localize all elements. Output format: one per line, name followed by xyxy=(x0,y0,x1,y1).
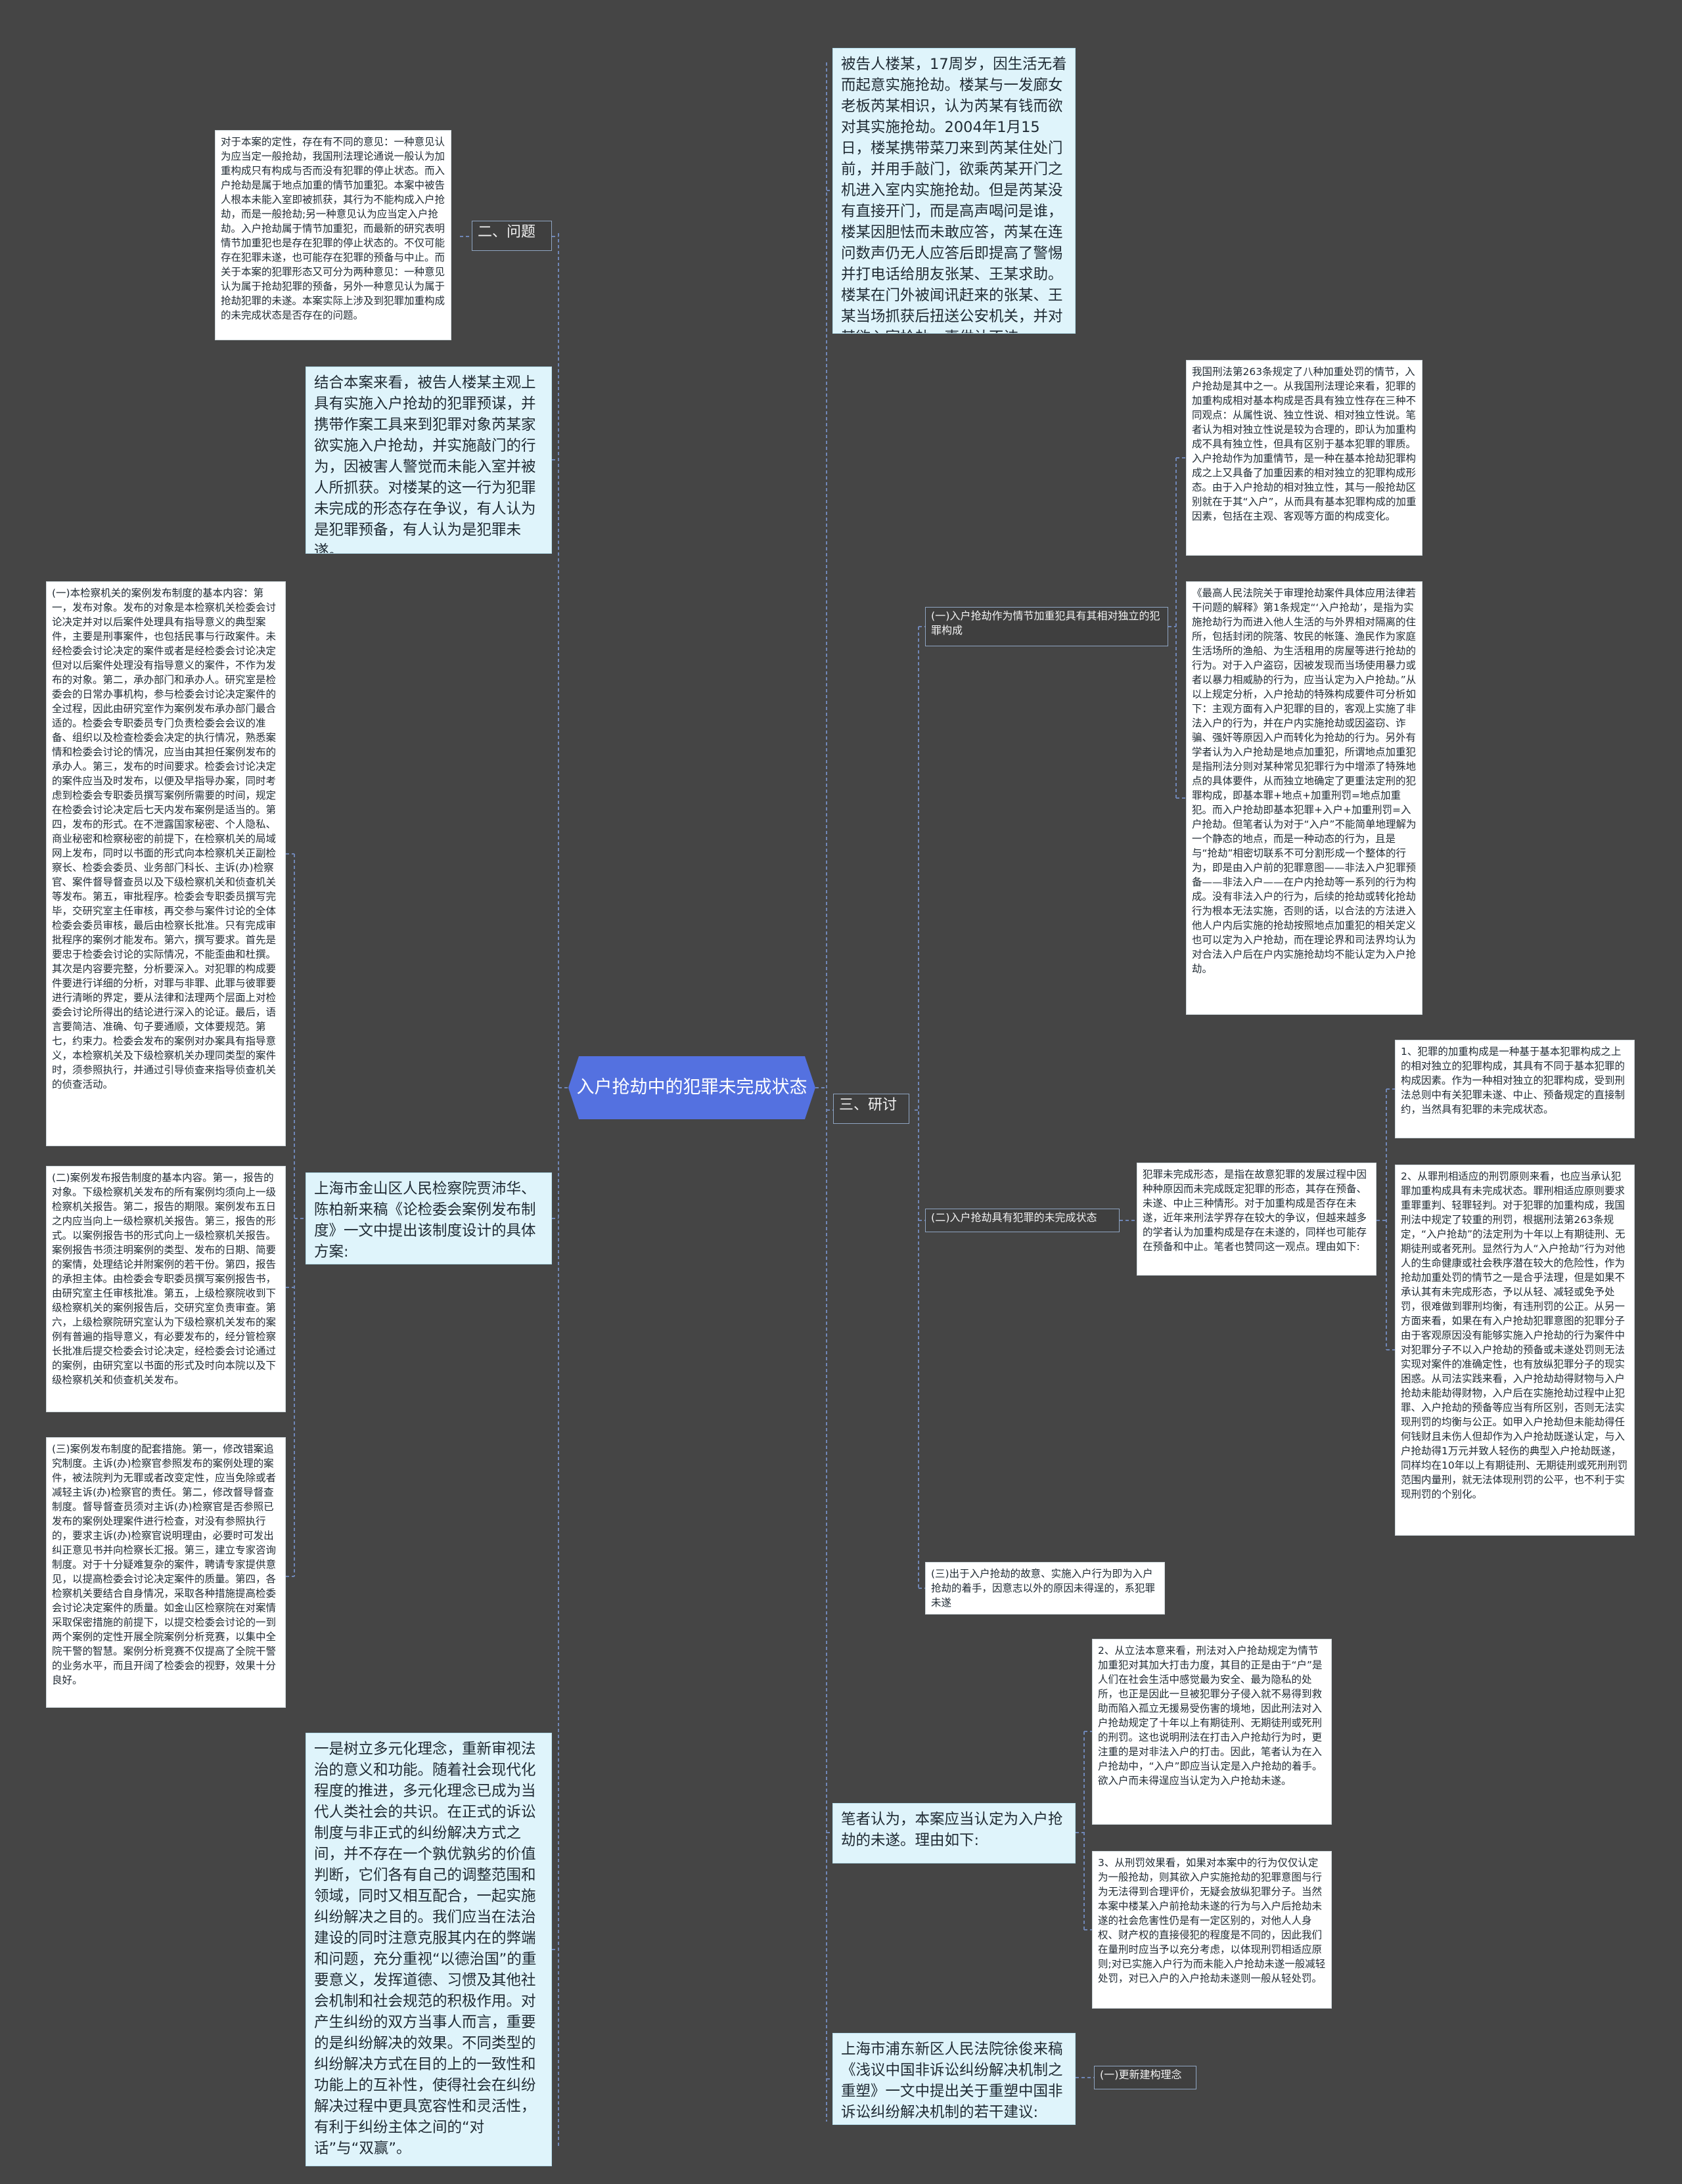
research-item-2-point-2[interactable]: 2、从罪刑相适应的刑罚原则来看，也应当承认犯罪加重构成具有未完成状态。罪刑相适应… xyxy=(1395,1165,1635,1536)
jinshan-note-1[interactable]: (一)本检察机关的案例发布制度的基本内容：第一，发布对象。发布的对象是本检察机关… xyxy=(46,581,286,1146)
research-item-2-label[interactable]: (二)入户抢劫具有犯罪的未完成状态 xyxy=(925,1209,1120,1232)
opinion-point-3[interactable]: 3、从刑罚效果看，如果对本案中的行为仅仅认定为一般抢劫，则其欲入户实施抢劫的犯罪… xyxy=(1092,1851,1332,2009)
research-item-2-point-1[interactable]: 1、犯罪的加重构成是一种基于基本犯罪构成之上的相对独立的犯罪构成，其具有不同于基… xyxy=(1395,1040,1635,1138)
case-facts-box[interactable]: 被告人楼某，17周岁，因生活无着而起意实施抢劫。楼某与一发廊女老板芮某相识，认为… xyxy=(832,48,1076,334)
research-label[interactable]: 三、研讨 xyxy=(833,1094,909,1124)
pluralism-box[interactable]: 一是树立多元化理念，重新审视法治的意义和功能。随着社会现代化程度的推进，多元化理… xyxy=(306,1733,552,2166)
jinshan-note-2[interactable]: (二)案例发布报告制度的基本内容。第一，报告的对象。下级检察机关发布的所有案例均… xyxy=(46,1166,286,1412)
research-item-3-label[interactable]: (三)出于入户抢劫的故意、实施入户行为即为入户抢劫的着手，因意志以外的原因未得逞… xyxy=(925,1562,1165,1615)
research-item-1-note-b[interactable]: 《最高人民法院关于审理抢劫案件具体应用法律若干问题的解释》第1条规定“‘入户抢劫… xyxy=(1186,581,1422,1015)
root-topic-text: 入户抢劫中的犯罪未完成状态 xyxy=(576,1077,807,1098)
pudong-summary-box[interactable]: 上海市浦东新区人民法院徐俊来稿《浅议中国非诉讼纠纷解决机制之重塑》一文中提出关于… xyxy=(832,2033,1076,2125)
research-item-1-label[interactable]: (一)入户抢劫作为情节加重犯具有其相对独立的犯罪构成 xyxy=(925,607,1168,646)
research-item-2-note[interactable]: 犯罪未完成形态，是指在故意犯罪的发展过程中因种种原因而未完成既定犯罪的形态，其存… xyxy=(1137,1163,1376,1276)
root-topic[interactable]: 入户抢劫中的犯罪未完成状态 xyxy=(568,1056,815,1119)
opinion-point-2[interactable]: 2、从立法本意来看，刑法对入户抢劫规定为情节加重犯对其加大打击力度，其目的正是由… xyxy=(1092,1639,1332,1825)
jinshan-note-3[interactable]: (三)案例发布制度的配套措施。第一，修改错案追究制度。主诉(办)检察官参照发布的… xyxy=(46,1437,286,1708)
problem-note[interactable]: 对于本案的定性，存在有不同的意见：一种意见认为应当定一般抢劫，我国刑法理论通说一… xyxy=(215,130,451,340)
research-item-1-note-a[interactable]: 我国刑法第263条规定了八种加重处罚的情节，入户抢劫是其中之一。从我国刑法理论来… xyxy=(1186,360,1422,556)
jinshan-summary-box[interactable]: 上海市金山区人民检察院贾沛华、陈柏新来稿《论检委会案例发布制度》一文中提出该制度… xyxy=(306,1172,552,1264)
case-summary-box[interactable]: 结合本案来看，被告人楼某主观上具有实施入户抢劫的犯罪预谋，并携带作案工具来到犯罪… xyxy=(306,367,552,554)
pudong-child-label[interactable]: (一)更新建构理念 xyxy=(1094,2066,1196,2089)
opinion-box[interactable]: 笔者认为，本案应当认定为入户抢劫的未遂。理由如下: xyxy=(832,1803,1076,1863)
problem-label[interactable]: 二、问题 xyxy=(472,221,552,251)
